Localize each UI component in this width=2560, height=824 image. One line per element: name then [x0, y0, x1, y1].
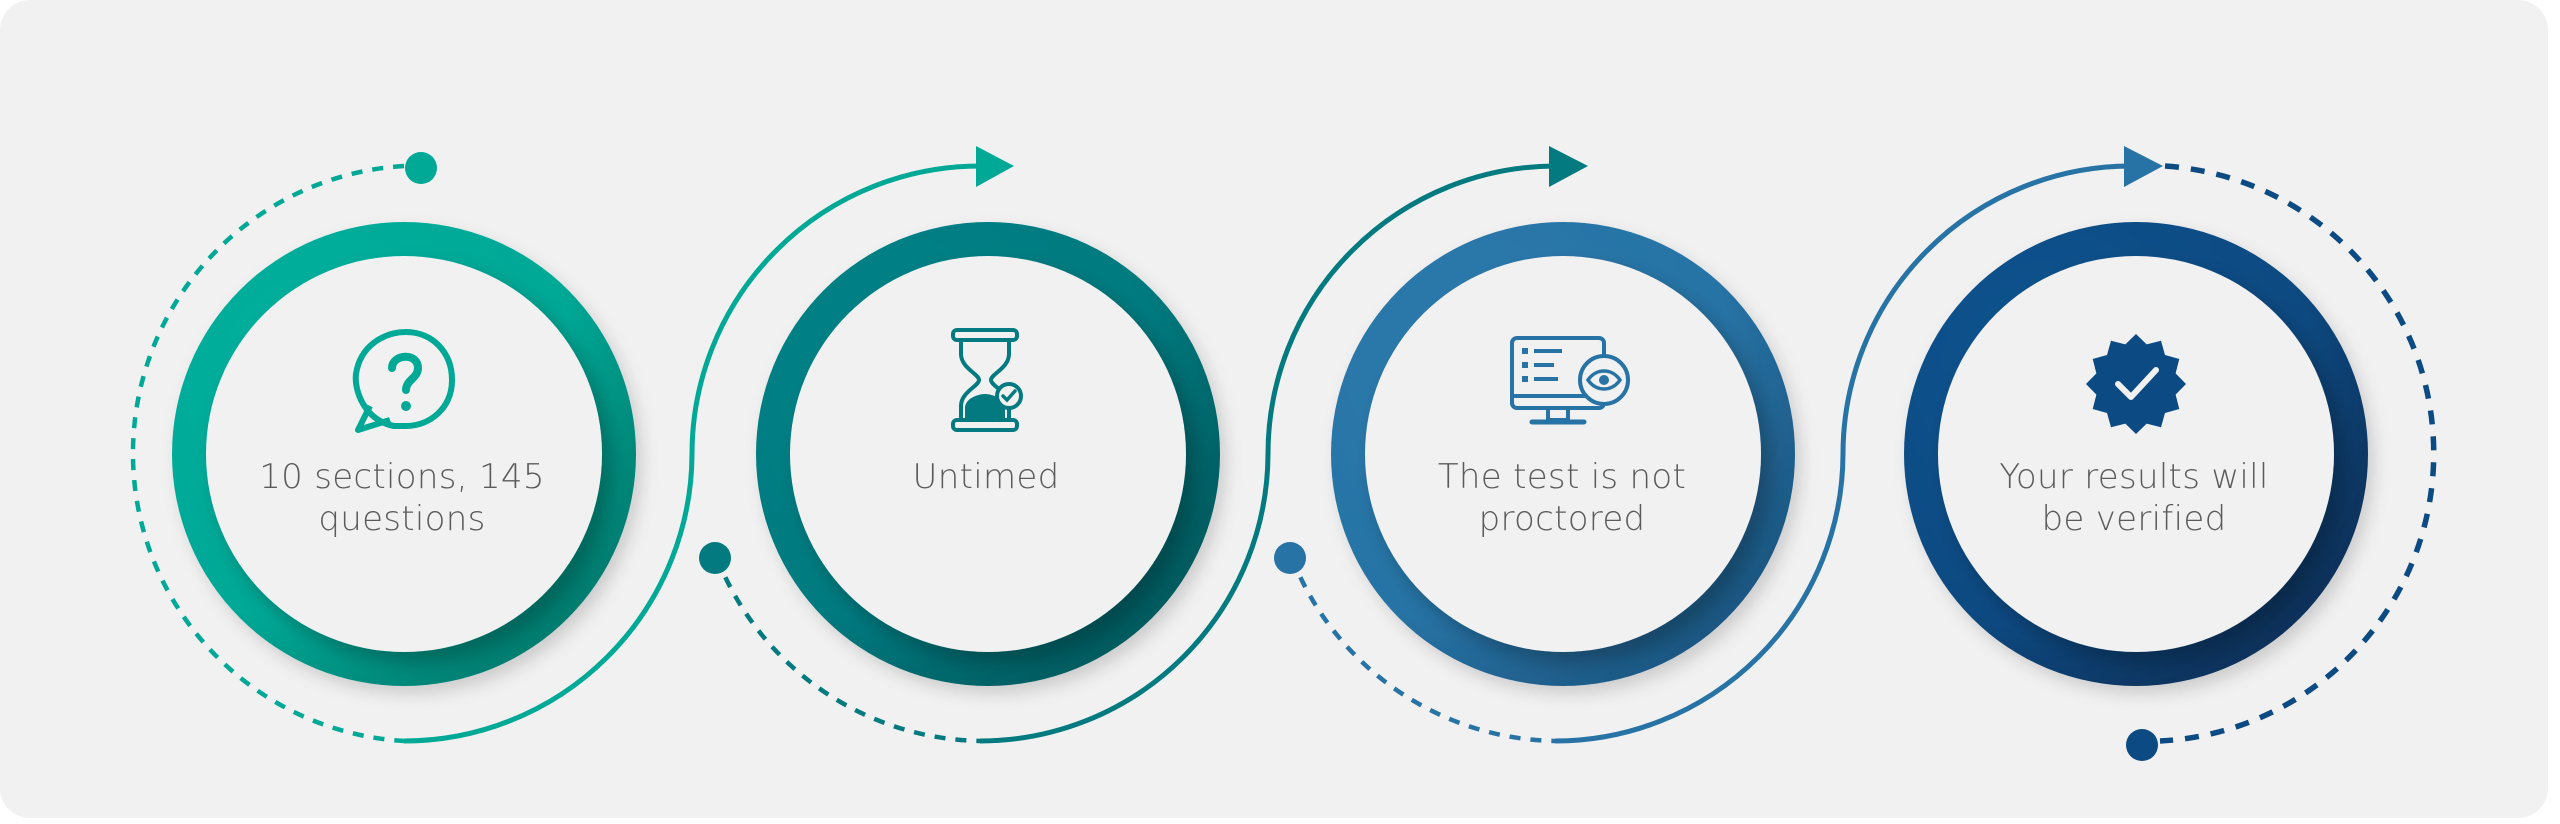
monitor-eye-icon — [1510, 336, 1630, 425]
step-inner-2 — [790, 256, 1186, 652]
connector-dot-3 — [1274, 542, 1306, 574]
step-inner-4 — [1938, 256, 2334, 652]
step-1 — [172, 222, 636, 686]
solid-connector-1 — [403, 163, 981, 744]
step-2 — [756, 222, 1220, 686]
arrow-head-1 — [976, 146, 1014, 187]
connector-lines — [130, 146, 2437, 761]
step-label-1: 10 sections, 145 questions — [259, 457, 545, 539]
dashed-arc-4 — [2159, 163, 2437, 744]
connector-dot-2 — [699, 542, 731, 574]
dashed-arc-2 — [714, 557, 981, 744]
arrow-head-2 — [1549, 146, 1588, 187]
solid-connector-3 — [1554, 163, 2131, 744]
verified-badge-icon — [2086, 334, 2186, 434]
step-label-4: Your results will be verified — [1999, 457, 2269, 539]
step-inner-3 — [1365, 256, 1761, 652]
hourglass-icon — [951, 328, 1023, 432]
step-label-2: Untimed — [912, 457, 1060, 497]
step-label-3: The test is not proctored — [1437, 457, 1687, 539]
connector-dot-4 — [2126, 729, 2158, 761]
dashed-arc-1 — [130, 163, 405, 744]
connector-dot-1 — [405, 152, 437, 184]
question-bubble-icon — [352, 328, 456, 433]
solid-connector-2 — [979, 163, 1556, 744]
step-3 — [1331, 222, 1795, 686]
arrow-head-3 — [2124, 146, 2163, 187]
step-inner-1 — [206, 256, 602, 652]
dashed-arc-3 — [1289, 557, 1556, 744]
step-4 — [1904, 222, 2368, 686]
